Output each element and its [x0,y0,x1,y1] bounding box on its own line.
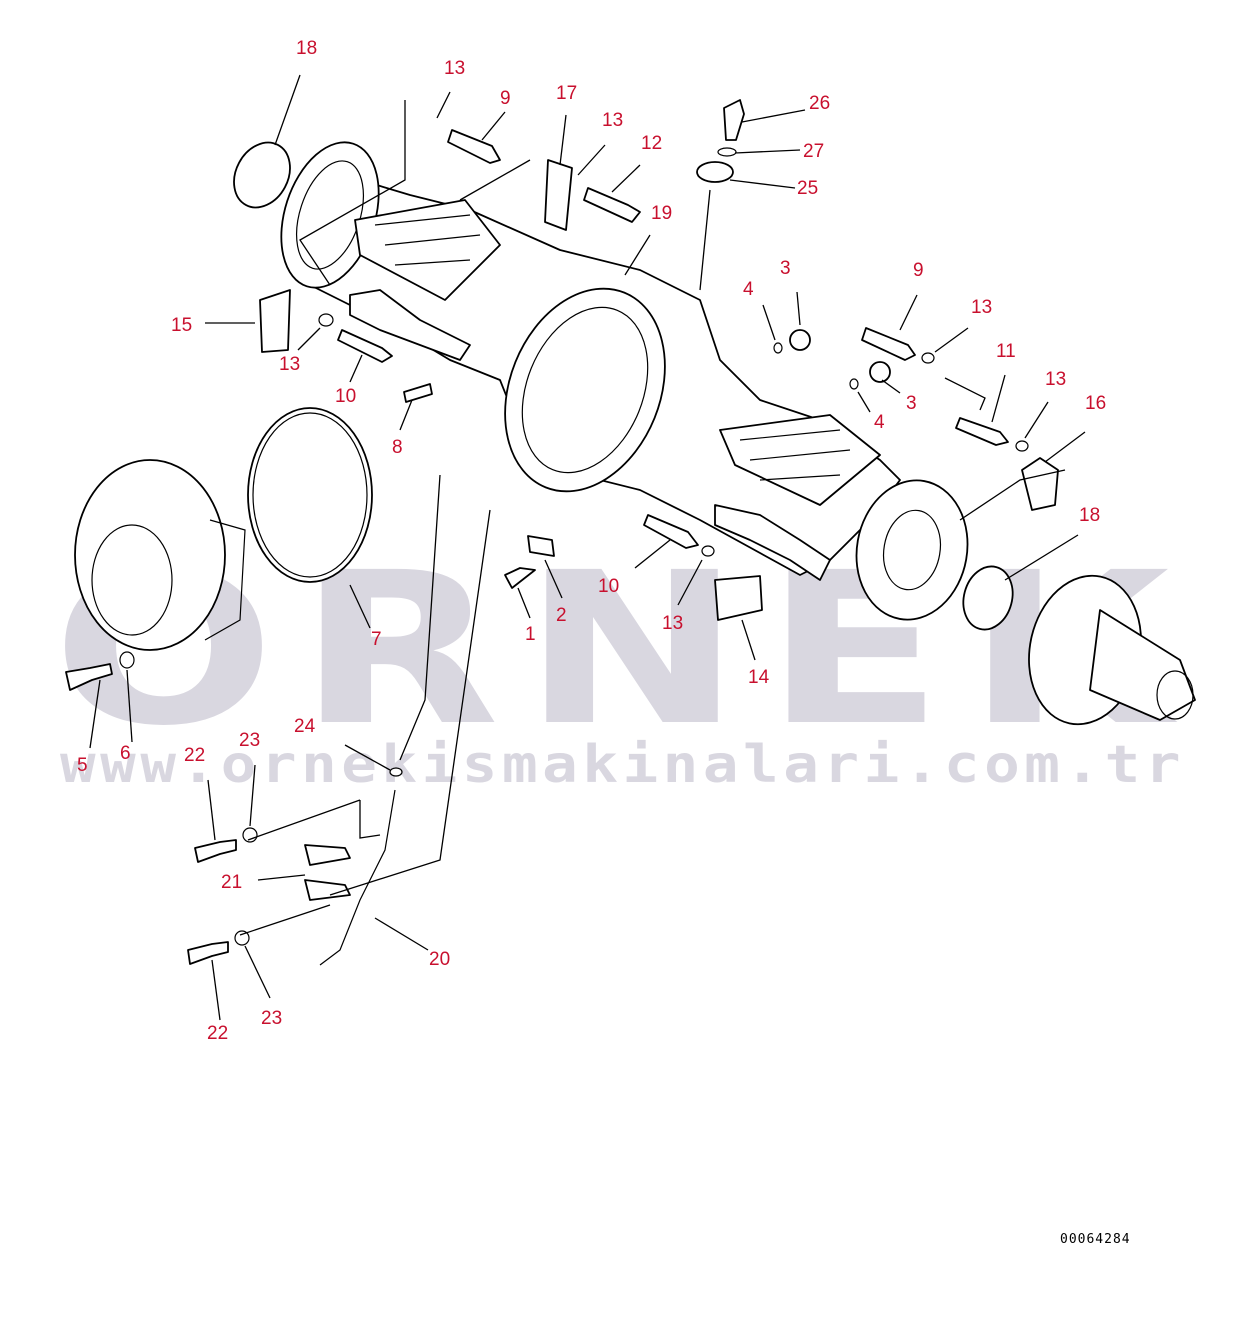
callout-label: 13 [971,297,992,318]
callout-label: 21 [221,872,242,893]
callout-label: 17 [556,83,577,104]
callout-label: 13 [1045,369,1066,390]
callout-label: 22 [207,1023,228,1044]
callout-label: 19 [651,203,672,224]
callout-label: 2 [556,605,567,626]
callout-label: 26 [809,93,830,114]
callout-label: 3 [780,258,791,279]
callout-label: 13 [602,110,623,131]
housing-right-flange [855,479,969,621]
callout-label: 12 [641,133,662,154]
callout-label: 9 [500,88,511,109]
callout-label: 27 [803,141,824,162]
callout-label: 1 [525,624,536,645]
o-ring-18-right [962,565,1014,631]
housing-center-flange [504,287,666,493]
seal-rings [233,141,1014,631]
left-hub [74,459,246,651]
callout-label: 14 [748,667,770,688]
right-hub [1028,574,1196,726]
callout-label: 8 [392,437,403,458]
callout-label: 23 [239,730,260,751]
callout-label: 13 [279,354,300,375]
callout-label: 18 [1079,505,1100,526]
callout-label: 11 [996,341,1016,362]
callouts: 18 13 9 17 13 12 26 27 25 19 3 4 9 13 11… [77,38,1106,1044]
callout-label: 6 [120,743,131,764]
callout-label: 4 [874,412,885,433]
axle-housing [280,141,969,621]
leader-lines [89,74,1086,1021]
callout-label: 9 [913,260,924,281]
callout-label: 7 [371,629,382,650]
callout-label: 25 [797,178,818,199]
callout-label: 18 [296,38,317,59]
callout-label: 22 [184,745,205,766]
callout-label: 23 [261,1008,282,1029]
callout-label: 10 [598,576,619,597]
document-number: 00064284 [1060,1232,1131,1247]
callout-label: 15 [171,315,192,336]
callout-label: 4 [743,279,754,300]
callout-label: 5 [77,755,88,776]
o-ring-18-left [233,141,291,209]
callout-label: 16 [1085,393,1106,414]
callout-label: 10 [335,386,356,407]
callout-label: 20 [429,949,450,970]
gasket-7 [247,407,373,583]
callout-label: 3 [906,393,917,414]
callout-label: 13 [444,58,465,79]
watermark-url: www.ornekismakinalari.com.tr [60,735,1185,795]
callout-label: 13 [662,613,683,634]
callout-label: 24 [294,716,316,737]
